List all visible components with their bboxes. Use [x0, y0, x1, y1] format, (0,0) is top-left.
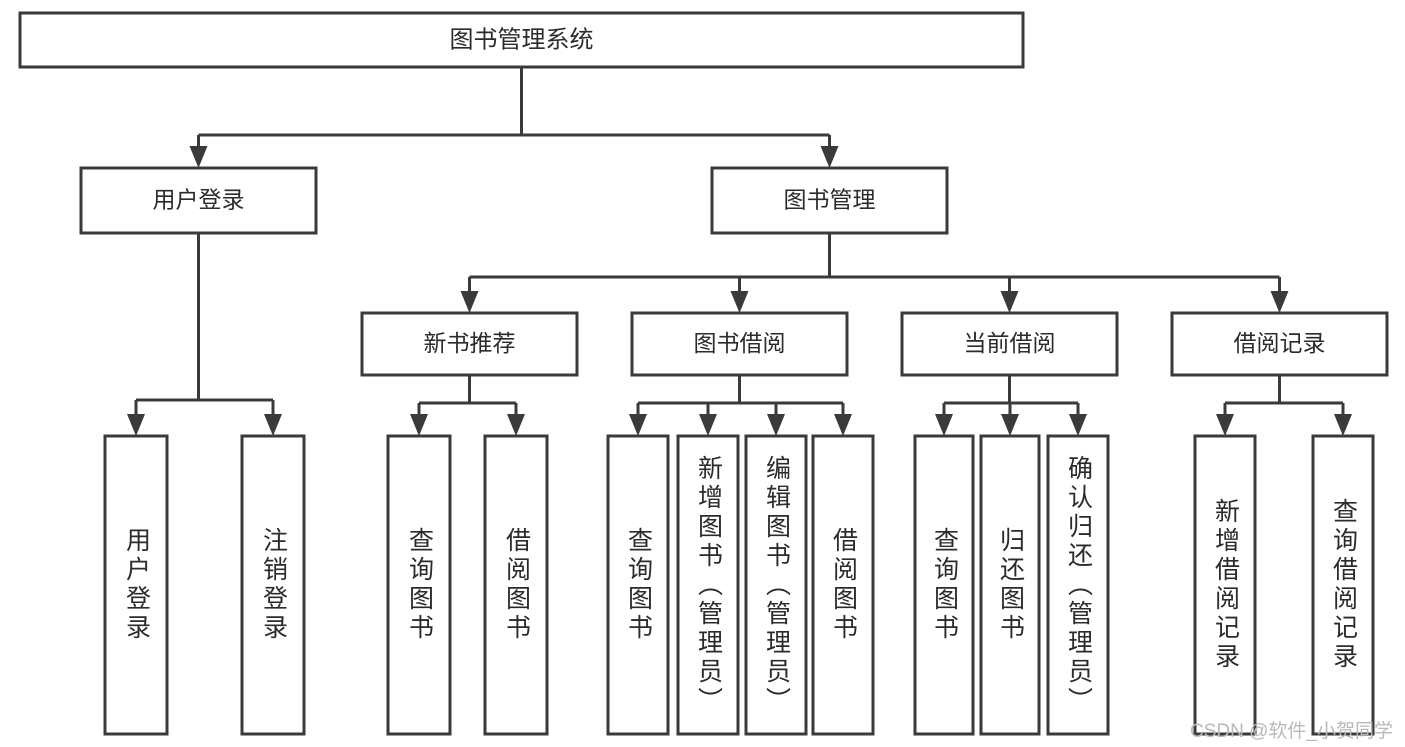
- arrow-head-icon: [1069, 414, 1087, 436]
- arrow-head-icon: [820, 146, 839, 168]
- node-user-login-label: 用户登录: [153, 187, 245, 213]
- watermark-text: CSDN @软件_小贺同学: [1190, 721, 1393, 742]
- arrow-head-icon: [935, 414, 953, 436]
- arrow-head-icon: [1216, 414, 1234, 436]
- node-borrow-record-label: 借阅记录: [1234, 330, 1326, 356]
- arrow-head-icon: [264, 414, 282, 436]
- node-current-borrow-label: 当前借阅: [964, 330, 1056, 356]
- leaf-leaf-edit-book-box[interactable]: [744, 434, 808, 736]
- node-book-borrow-label: 图书借阅: [694, 330, 786, 356]
- leaf-leaf-query-book-3-box[interactable]: [913, 434, 975, 736]
- arrow-head-icon: [127, 414, 145, 436]
- leaf-leaf-add-record-box[interactable]: [1193, 434, 1257, 736]
- connectors-layer: [127, 67, 1352, 436]
- leaf-leaf-borrow-book-2-box[interactable]: [811, 434, 875, 736]
- node-root-label: 图书管理系统: [450, 26, 594, 53]
- node-book-borrow-box[interactable]: [630, 311, 849, 377]
- node-current-borrow-box[interactable]: [900, 311, 1119, 377]
- leaf-leaf-add-book-box[interactable]: [676, 434, 740, 736]
- leaf-leaf-query-record-box[interactable]: [1311, 434, 1375, 736]
- arrow-head-icon: [410, 414, 428, 436]
- arrow-head-icon: [189, 146, 208, 168]
- leaf-leaf-user-logout-box[interactable]: [240, 434, 306, 736]
- arrow-head-icon: [1000, 291, 1019, 313]
- node-user-login-box[interactable]: [79, 166, 318, 235]
- arrow-head-icon: [730, 291, 749, 313]
- arrow-head-icon: [629, 414, 647, 436]
- arrow-head-icon: [460, 291, 479, 313]
- arrow-head-icon: [1001, 414, 1019, 436]
- leaf-leaf-user-login-box[interactable]: [103, 434, 169, 736]
- arrow-head-icon: [1270, 291, 1289, 313]
- leaf-leaf-confirm-return-box[interactable]: [1046, 434, 1110, 736]
- arrow-head-icon: [699, 414, 717, 436]
- node-borrow-record-box[interactable]: [1170, 311, 1389, 377]
- arrow-head-icon: [1334, 414, 1352, 436]
- node-new-book-recommend-box[interactable]: [360, 311, 579, 377]
- node-new-book-recommend-label: 新书推荐: [424, 330, 516, 356]
- node-book-manage-box[interactable]: [710, 166, 949, 235]
- leaf-leaf-query-book-2-box[interactable]: [606, 434, 670, 736]
- leaf-leaf-borrow-book-1-box[interactable]: [483, 434, 549, 736]
- leaf-leaf-return-book-box[interactable]: [979, 434, 1041, 736]
- arrow-head-icon: [507, 414, 525, 436]
- leaf-leaf-query-book-1-box[interactable]: [386, 434, 452, 736]
- arrow-head-icon: [767, 414, 785, 436]
- arrow-head-icon: [834, 414, 852, 436]
- node-book-manage-label: 图书管理: [784, 187, 876, 213]
- node-root-box[interactable]: [18, 11, 1025, 69]
